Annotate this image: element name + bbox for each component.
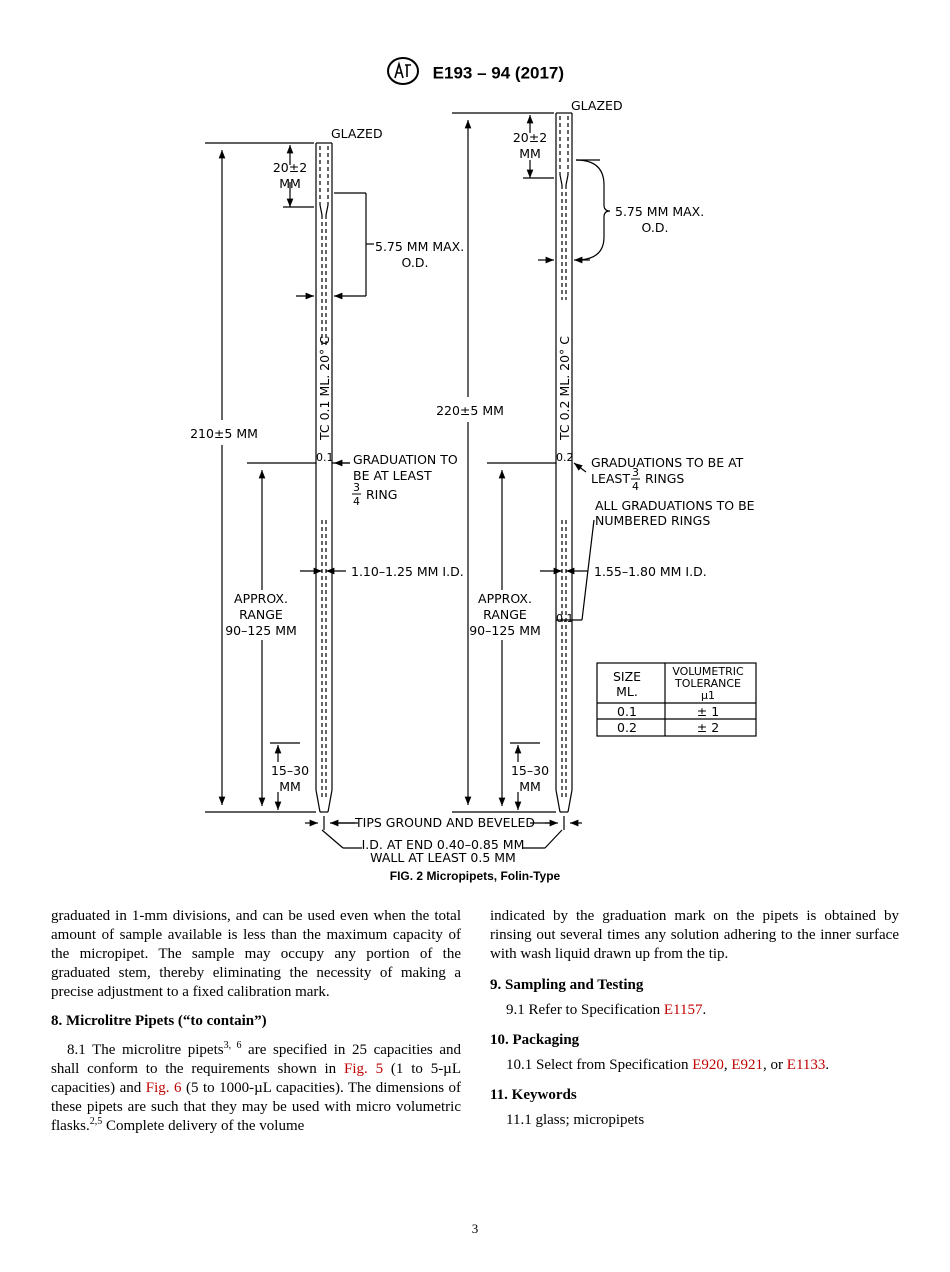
right-all-grad-2: NUMBERED RINGS [595, 513, 710, 528]
tips-label: TIPS GROUND AND BEVELED [354, 815, 535, 830]
paragraph-9-1: 9.1 Refer to Specification E1157. [506, 1002, 707, 1018]
fig-5-link[interactable]: Fig. 5 [344, 1061, 384, 1077]
right-overall-length: 220±5 MM [436, 403, 504, 418]
left-stem-marking: TC 0.1 ML. 20° C [317, 336, 332, 441]
section-10-heading: 10. Packaging [490, 1032, 580, 1048]
paragraph: graduated in 1-mm divisions, and can be … [51, 908, 461, 1000]
paragraph-11-1: 11.1 glass; micropipets [506, 1112, 645, 1128]
table-header-tol-2: TOLERANCE [674, 677, 741, 690]
tolerance-table-grid [596, 662, 757, 737]
right-range-2: RANGE [483, 607, 527, 622]
left-range-1: APPROX. [234, 591, 288, 606]
right-od-label: 5.75 MM MAX. [615, 204, 704, 219]
left-grad-mark: 0.1 [316, 451, 334, 464]
paragraph-8-1: 8.1 The microlitre pipets3, 6 are specif… [51, 1040, 462, 1135]
left-id-label: 1.10–1.25 MM I.D. [351, 564, 464, 579]
right-frac-den: 4 [632, 480, 639, 493]
left-range-2: RANGE [239, 607, 283, 622]
left-tip-range-1: 15–30 [271, 763, 309, 778]
table-cell-tol: ± 1 [697, 704, 719, 719]
page-number: 3 [471, 1221, 479, 1236]
table-header-size-2: ML. [616, 684, 638, 699]
paragraph-10-1: 10.1 Select from Specification E920, E92… [506, 1057, 830, 1073]
right-stem-marking: TC 0.2 ML. 20° C [557, 336, 572, 441]
right-frac-num: 3 [632, 466, 639, 479]
right-tip-length-unit: MM [519, 146, 541, 161]
left-grad-note-1: GRADUATION TO [353, 452, 458, 467]
left-tip-length-unit: MM [279, 176, 301, 191]
e920-link[interactable]: E920 [692, 1057, 724, 1073]
right-glazed-label: GLAZED [571, 98, 623, 113]
right-tip-range-1: 15–30 [511, 763, 549, 778]
table-cell-size: 0.2 [617, 720, 637, 735]
right-column: indicated by the graduation mark on the … [490, 907, 899, 1130]
left-pipet-outline [315, 142, 333, 813]
table-cell-size: 0.1 [617, 704, 637, 719]
right-grad-mark-top: 0.2 [556, 451, 574, 464]
right-id-label: 1.55–1.80 MM I.D. [594, 564, 707, 579]
left-tip-length-label: 20±2 [273, 160, 307, 175]
left-column: graduated in 1-mm divisions, and can be … [51, 907, 461, 1136]
right-tip-length-label: 20±2 [513, 130, 547, 145]
paragraph: indicated by the graduation mark on the … [490, 908, 899, 962]
standard-designation: E193 – 94 (2017) [432, 63, 565, 83]
right-all-grad-1: ALL GRADUATIONS TO BE [595, 498, 755, 513]
end-id-label: I.D. AT END 0.40–0.85 MM [362, 837, 525, 852]
right-grad-note-2: LEAST [591, 471, 630, 486]
right-tip-range-2: MM [519, 779, 541, 794]
section-9-heading: 9. Sampling and Testing [490, 977, 644, 993]
left-grad-note-2: BE AT LEAST [353, 468, 432, 483]
figure-caption: FIG. 2 Micropipets, Folin-Type [389, 869, 561, 883]
table-header-size-1: SIZE [613, 669, 641, 684]
section-8-heading: 8. Microlitre Pipets (“to contain”) [51, 1013, 267, 1029]
left-range-3: 90–125 MM [225, 623, 297, 638]
right-grad-note-1: GRADUATIONS TO BE AT [591, 455, 744, 470]
left-frac-num: 3 [353, 481, 360, 494]
right-grad-mark-low: 0.1 [556, 612, 574, 625]
right-range-1: APPROX. [478, 591, 532, 606]
left-pipet-bore [319, 146, 329, 800]
e1133-link[interactable]: E1133 [786, 1057, 826, 1073]
left-glazed-label: GLAZED [331, 126, 383, 141]
right-pipet-bore [559, 116, 569, 800]
right-range-3: 90–125 MM [469, 623, 541, 638]
table-cell-tol: ± 2 [697, 720, 719, 735]
right-pipet-outline [555, 112, 573, 813]
micropipet-figure: GLAZED 20±2 MM 5.75 MM MAX. O.D. 210±5 M… [190, 98, 757, 865]
left-overall-length: 210±5 MM [190, 426, 258, 441]
e1157-link[interactable]: E1157 [663, 1002, 703, 1018]
section-11-heading: 11. Keywords [490, 1087, 577, 1103]
right-grad-note-3: RINGS [645, 471, 684, 486]
table-header-tol-3: µ1 [701, 689, 715, 702]
left-od-unit: O.D. [402, 255, 429, 270]
left-od-label: 5.75 MM MAX. [375, 239, 464, 254]
right-od-unit: O.D. [642, 220, 669, 235]
table-header-tol-1: VOLUMETRIC [672, 665, 744, 678]
fig-6-link[interactable]: Fig. 6 [145, 1080, 182, 1096]
document-header: E193 – 94 (2017) [0, 56, 950, 91]
wall-label: WALL AT LEAST 0.5 MM [370, 850, 516, 865]
left-frac-den: 4 [353, 495, 360, 508]
e921-link[interactable]: E921 [731, 1057, 764, 1073]
astm-logo-icon [386, 56, 420, 91]
left-grad-note-3: RING [366, 487, 397, 502]
left-tip-range-2: MM [279, 779, 301, 794]
